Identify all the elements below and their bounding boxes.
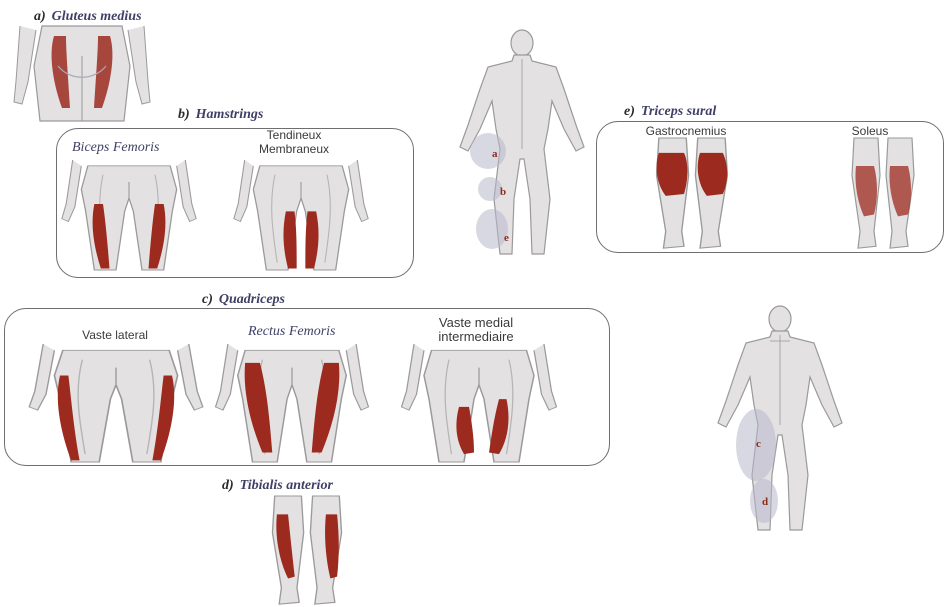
section-d-title: d) Tibialis anterior	[222, 478, 333, 494]
back-view-body-figure: a b e	[452, 24, 592, 264]
marker-letter-e: e	[504, 232, 509, 244]
biceps-femoris-figure	[64, 160, 194, 270]
rectus-femoris-figure	[218, 344, 366, 462]
vaste-lateral-label: Vaste lateral	[60, 328, 170, 342]
section-c-letter: c)	[202, 292, 213, 307]
front-view-body-figure: c d	[710, 300, 850, 540]
marker-letter-a: a	[492, 148, 498, 160]
section-b-title: b) Hamstrings	[178, 107, 263, 123]
rectus-femoris-label: Rectus Femoris	[248, 324, 335, 340]
tibialis-anterior-figure	[268, 496, 346, 606]
marker-letter-d: d	[762, 496, 768, 508]
vaste-lateral-figure	[32, 344, 200, 462]
marker-letter-c: c	[756, 438, 761, 450]
gastrocnemius-figure	[652, 138, 732, 250]
section-e-letter: e)	[624, 104, 635, 119]
section-e-name: Triceps sural	[641, 104, 716, 119]
section-a-letter: a)	[34, 9, 46, 24]
marker-letter-b: b	[500, 186, 506, 198]
section-a-title: a) Gluteus medius	[34, 9, 142, 25]
section-b-name: Hamstrings	[196, 107, 264, 122]
marker-zone-a	[470, 133, 506, 169]
section-e-title: e) Triceps sural	[624, 104, 716, 120]
section-a-name: Gluteus medius	[52, 9, 142, 24]
marker-zone-b	[478, 177, 502, 201]
tendineux-membraneux-label: Tendineux Membraneux	[248, 128, 340, 156]
section-d-letter: d)	[222, 478, 234, 493]
section-c-name: Quadriceps	[219, 292, 285, 307]
vaste-medial-intermediaire-label: Vaste medial intermediaire	[420, 316, 532, 344]
section-b-letter: b)	[178, 107, 190, 122]
soleus-figure	[848, 138, 918, 250]
gastrocnemius-label: Gastrocnemius	[616, 124, 756, 138]
biceps-femoris-label: Biceps Femoris	[72, 140, 159, 156]
soleus-label: Soleus	[840, 124, 900, 138]
section-d-name: Tibialis anterior	[240, 478, 333, 493]
section-c-title: c) Quadriceps	[202, 292, 285, 308]
semitendinosus-figure	[236, 160, 366, 270]
vaste-medial-figure	[404, 344, 554, 462]
gluteus-medius-figure	[14, 26, 150, 121]
